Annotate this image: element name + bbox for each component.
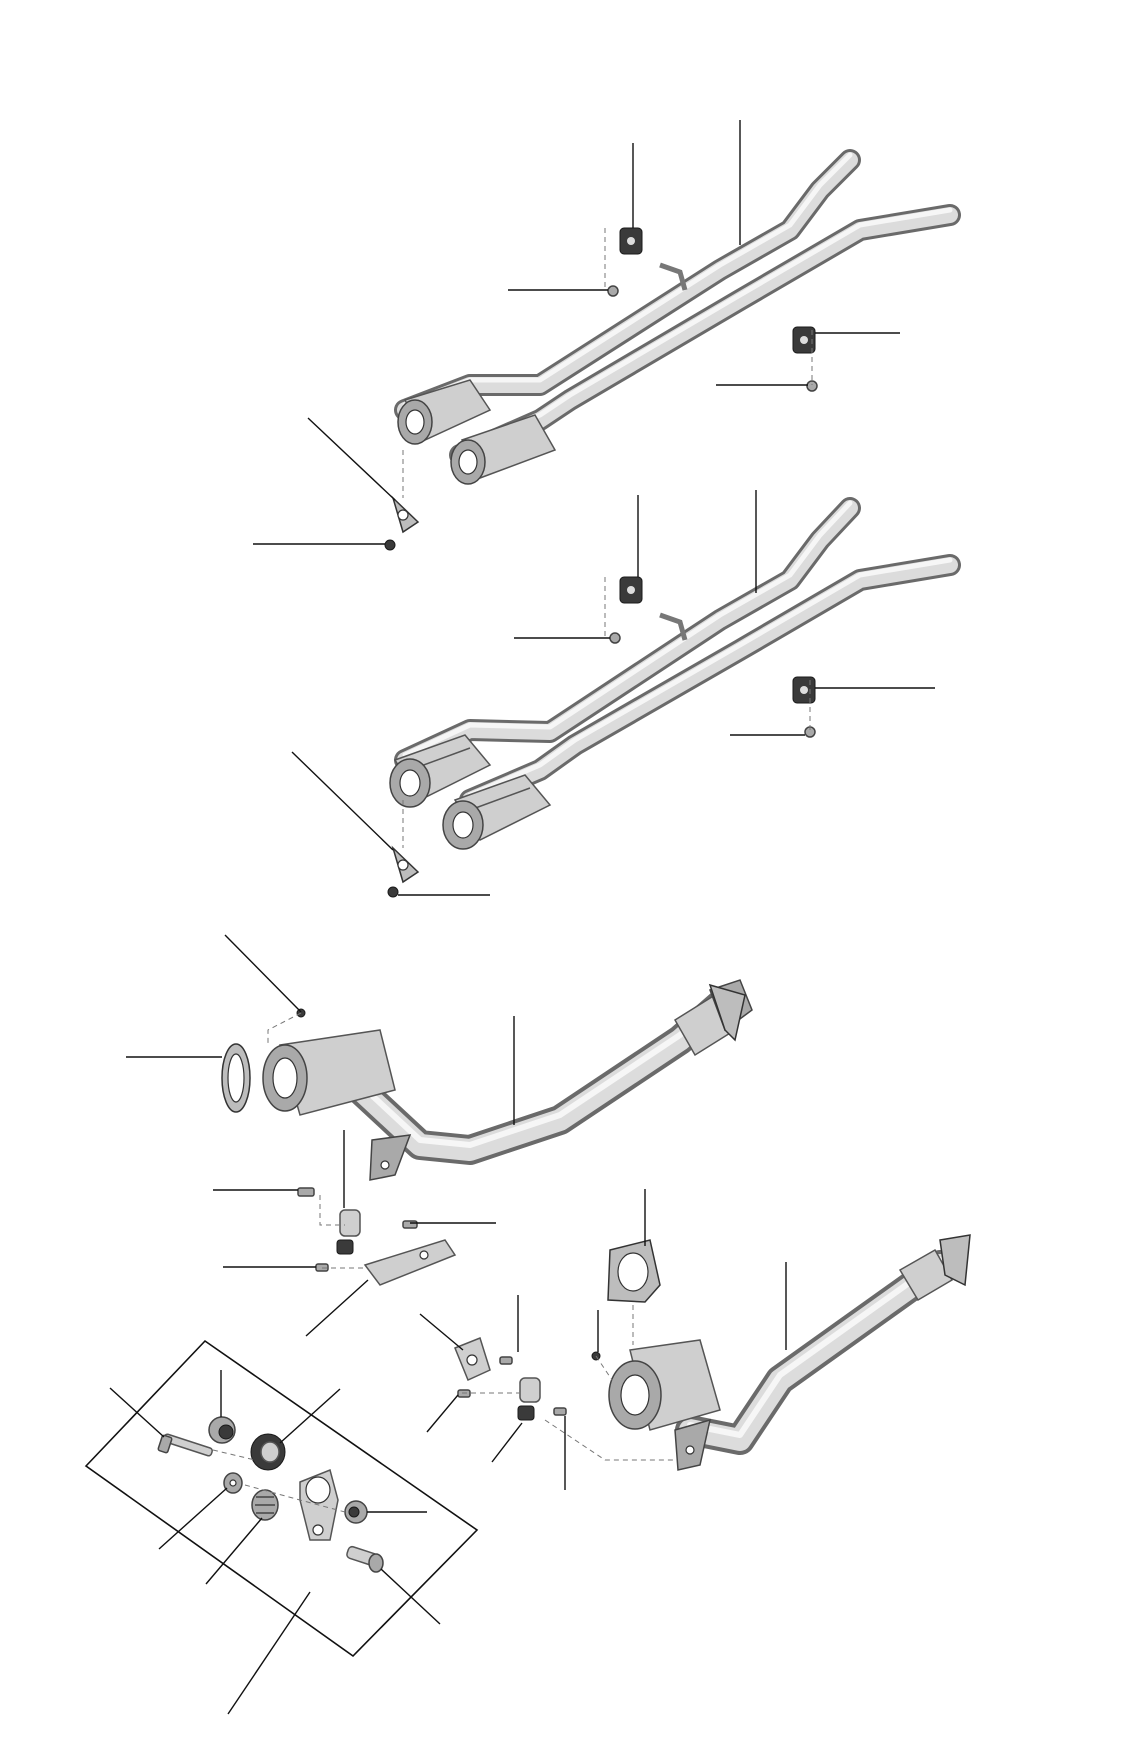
gasket-upper (391, 495, 420, 534)
leader-35 (205, 1517, 263, 1585)
pipe-right-lower (459, 554, 961, 811)
leader-13 (291, 751, 394, 851)
hanger-rod-lower (659, 612, 688, 641)
front-downpipe-left (419, 1189, 971, 1490)
catalytic-converter-right (442, 774, 552, 850)
resonator-left-upper (397, 379, 492, 445)
bolt-left-3 (553, 1407, 567, 1416)
pipe-left-lower (394, 497, 861, 771)
leader-31 (109, 1387, 165, 1438)
flex-joint-left (898, 1234, 971, 1302)
bolt-lower-1 (609, 632, 621, 644)
gasket-front-left (607, 1239, 661, 1303)
leader-6 (307, 417, 396, 501)
bracket-front-left (674, 1418, 712, 1471)
leader-37 (380, 1568, 441, 1625)
leader-15 (224, 934, 302, 1013)
hanger-bushing-kit (84, 1339, 479, 1715)
bolt-left-1 (499, 1356, 513, 1365)
exhaust-y-pipe-catalytic (291, 490, 961, 898)
bolt-front-right-a (402, 1220, 418, 1229)
leader-33 (279, 1388, 341, 1444)
flex-joint-right (673, 979, 753, 1057)
hanger-bracket-top (619, 227, 643, 255)
kit-rubber-bushing (250, 1433, 286, 1471)
isolator-front-right (336, 1209, 361, 1255)
leader-22 (305, 1279, 369, 1337)
catalytic-converter-left (389, 734, 492, 808)
bolt-upper-1 (607, 285, 619, 297)
mount-left (454, 1337, 491, 1382)
isolator-left (517, 1377, 541, 1421)
front-downpipe-right (126, 934, 753, 1337)
kit-spring-isolator (251, 1489, 279, 1521)
leader-38 (227, 1591, 311, 1715)
exhaust-y-pipe-upper (253, 120, 961, 551)
kit-washer (223, 1472, 243, 1494)
kit-sleeve (346, 1545, 384, 1573)
bolt-upper-2 (806, 380, 818, 392)
leader-29 (491, 1422, 523, 1463)
heat-shield-bracket (363, 1239, 457, 1286)
stud-front-right (297, 1187, 315, 1197)
nut-upper (384, 539, 396, 551)
resonator-right-upper (450, 414, 557, 485)
catalytic-converter-front-left (608, 1339, 721, 1431)
hanger-bracket-right-2 (792, 676, 816, 704)
kit-long-bolt (157, 1433, 213, 1457)
kit-frame (84, 1339, 479, 1658)
nut-lower (387, 886, 399, 898)
catalytic-converter-front-right (262, 1029, 396, 1116)
kit-nut (344, 1500, 368, 1524)
bracket-front-right (369, 1134, 412, 1181)
hanger-bracket-top-2 (619, 576, 643, 604)
leader-25 (419, 1313, 464, 1351)
hanger-rod-upper (659, 262, 688, 291)
gasket-lower (391, 845, 420, 884)
leader-28 (426, 1394, 459, 1433)
leader-34 (158, 1487, 228, 1550)
kit-bushing-cap (208, 1416, 236, 1444)
hanger-bracket-right (792, 326, 816, 354)
gasket-front-right (221, 1043, 251, 1113)
